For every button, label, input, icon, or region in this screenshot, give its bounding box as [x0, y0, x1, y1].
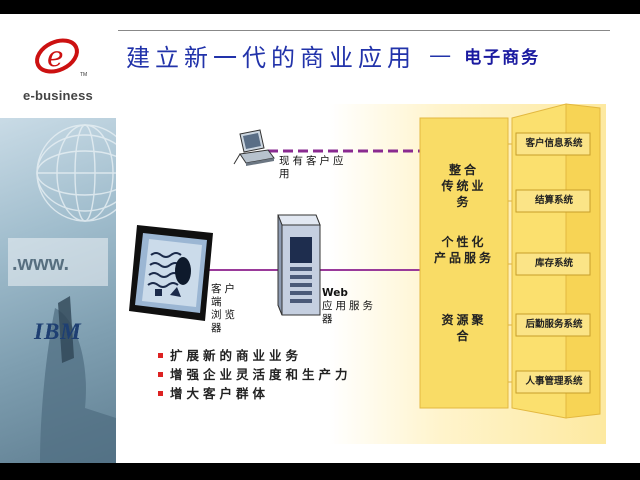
client-label-line2: 端: [211, 296, 225, 308]
ebusiness-label: e-business: [23, 88, 93, 103]
trademark: TM: [80, 72, 88, 78]
title-dash: —: [429, 43, 452, 68]
aggregate-line2: 合: [456, 329, 472, 343]
system-boxes: [515, 132, 591, 394]
system-box-1: [515, 132, 591, 156]
personal-line1: 个性化: [441, 235, 487, 249]
system-box-5: [515, 370, 591, 394]
client-label-line4: 器: [211, 322, 225, 334]
integrate-line1: 整合: [448, 163, 479, 177]
system-label-settlement: 结算系统: [534, 195, 573, 206]
ibm-logo: IBM: [34, 319, 82, 344]
system-box-4: [515, 313, 591, 337]
title-sub: 电子商务: [464, 48, 541, 68]
list-item: 扩展新的商业业务: [158, 348, 368, 363]
top-band: [0, 0, 640, 14]
system-box-3: [515, 252, 591, 276]
title-rule: [118, 30, 610, 31]
svg-text:e: e: [47, 40, 64, 73]
page-title: 建立新一代的商业应用 — 电子商务: [126, 38, 540, 72]
system-label-logistics: 后勤服务系统: [525, 319, 583, 330]
bullet-square-icon: [158, 391, 163, 396]
existing-client-label: 现有客户应 用: [279, 155, 347, 181]
integrate-legacy-label: 整合 传统业 务: [418, 162, 510, 210]
web-label-line1: 应用服务: [322, 300, 376, 312]
list-item: 增强企业灵活度和生产力: [158, 367, 368, 382]
client-label-line3: 浏览: [211, 309, 238, 321]
web-server-icon: [277, 214, 321, 316]
bullet-square-icon: [158, 353, 163, 358]
svg-text:.www.: .www.: [12, 253, 69, 275]
client-browser-label: 客户 端 浏览 器: [211, 283, 238, 335]
existing-client-label-line2: 用: [279, 168, 293, 180]
integrate-line2: 传统业: [441, 179, 487, 193]
bullet-square-icon: [158, 372, 163, 377]
decorative-photo: .www.: [0, 118, 116, 463]
system-label-inventory: 库存系统: [534, 258, 573, 269]
benefit-list: 扩展新的商业业务 增强企业灵活度和生产力 增大客户群体: [158, 348, 368, 405]
browser-screen-icon: [129, 225, 213, 321]
web-label-line2: 器: [322, 313, 336, 325]
personal-line2: 产品服务: [433, 251, 494, 265]
system-label-hr: 人事管理系统: [525, 376, 583, 387]
bottom-band: [0, 463, 640, 480]
center-integration-box: [419, 117, 509, 409]
ebusiness-logo-icon: e: [35, 38, 79, 74]
aggregate-line1: 资源聚: [441, 313, 487, 327]
bullet-text: 扩展新的商业业务: [170, 348, 303, 363]
list-item: 增大客户群体: [158, 386, 368, 401]
integrate-line3: 务: [456, 195, 472, 209]
bullet-text: 增强企业灵活度和生产力: [170, 367, 352, 382]
web-label-en: Web: [322, 287, 348, 299]
left-brand-panel: e TM e-business .www. IBM: [0, 14, 116, 463]
personalized-service-label: 个性化 产品服务: [418, 234, 510, 266]
web-server-label: Web 应用服务 器: [322, 287, 376, 326]
client-label-line1: 客户: [211, 283, 238, 295]
resource-aggregation-label: 资源聚 合: [418, 312, 510, 344]
bullet-text: 增大客户群体: [170, 386, 270, 401]
globe-hand-illustration-icon: .www.: [8, 124, 116, 463]
system-label-customer-info: 客户信息系统: [525, 138, 583, 149]
existing-client-label-line1: 现有客户应: [279, 155, 347, 167]
system-box-2: [515, 189, 591, 213]
title-main: 建立新一代的商业应用: [126, 44, 416, 72]
desktop-computer-icon: [233, 129, 275, 166]
